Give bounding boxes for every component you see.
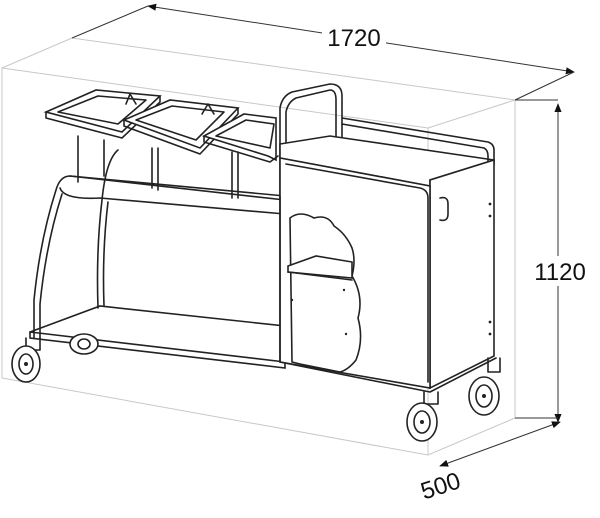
dimension-depth: 500: [418, 421, 561, 505]
caster-wheel-icon: [406, 391, 439, 442]
dimension-height: 1120: [515, 99, 590, 423]
width-label: 1720: [327, 25, 380, 52]
bag-holder-rods: [77, 135, 239, 199]
bag-holder-3: [201, 113, 279, 163]
caster-wheel-icon: [11, 337, 41, 383]
caster-wheel-icon: [69, 333, 99, 355]
dimension-width: 1720: [71, 3, 575, 101]
caster-wheel-icon: [468, 357, 501, 416]
left-frame: [33, 149, 286, 339]
bottom-shelf: [29, 305, 286, 369]
depth-label: 500: [418, 467, 464, 505]
height-label: 1120: [534, 259, 586, 286]
cabinet: [279, 83, 497, 393]
